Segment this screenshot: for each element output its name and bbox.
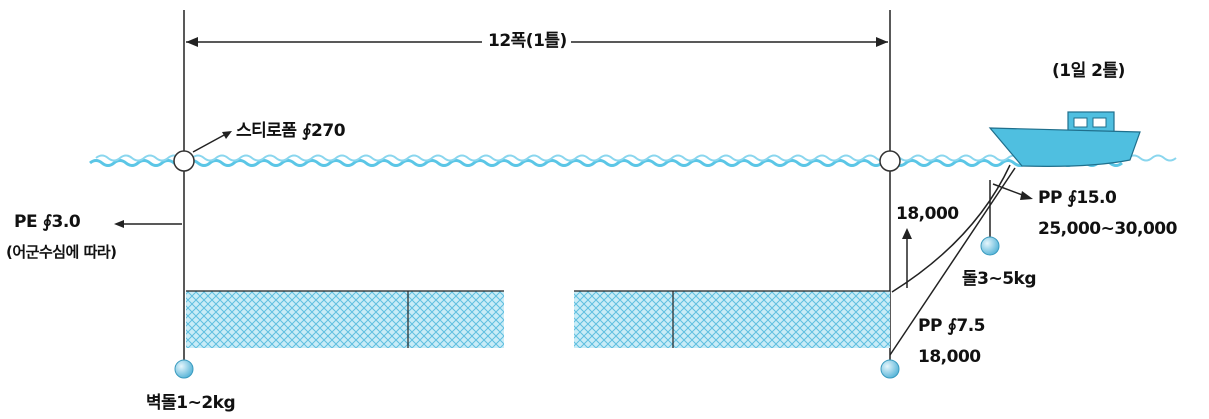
- net-right: [574, 290, 890, 348]
- tension-label: 18,000: [896, 204, 959, 224]
- boat-rope-upper: [891, 164, 1011, 293]
- tension-arrow: [902, 228, 912, 288]
- net-left: [186, 290, 504, 348]
- water-surface: [89, 154, 1177, 167]
- pp15-arrow: [992, 183, 1033, 200]
- boat-rope-lower: [889, 167, 1016, 356]
- pp75-label-2: 18,000: [918, 347, 981, 367]
- left-rope-label-1: PE ∮3.0: [14, 212, 81, 232]
- pp15-label-2: 25,000~30,000: [1038, 219, 1177, 239]
- right-brick-weight: [880, 359, 900, 379]
- boat-icon: [988, 111, 1141, 167]
- span-dimension: [183, 10, 891, 158]
- left-brick-weight: [174, 359, 194, 379]
- float-pointer: [192, 131, 232, 153]
- left-rope-label-2: (어군수심에 따라): [6, 243, 117, 261]
- boat-label: (1일 2틀): [1052, 61, 1125, 81]
- span-label: 12폭(1틀): [484, 33, 571, 50]
- left-rope-arrow: [114, 220, 182, 228]
- brick-weight-label: 벽돌1~2kg: [146, 393, 236, 413]
- anchor-stone-label: 돌3~5kg: [962, 269, 1037, 289]
- anchor-stone: [980, 236, 1000, 256]
- right-float: [879, 150, 901, 172]
- pp75-label-1: PP ∮7.5: [918, 316, 986, 336]
- left-float: [173, 150, 195, 172]
- pp15-label-1: PP ∮15.0: [1038, 188, 1117, 208]
- float-label: 스티로폼 ∮270: [236, 121, 346, 141]
